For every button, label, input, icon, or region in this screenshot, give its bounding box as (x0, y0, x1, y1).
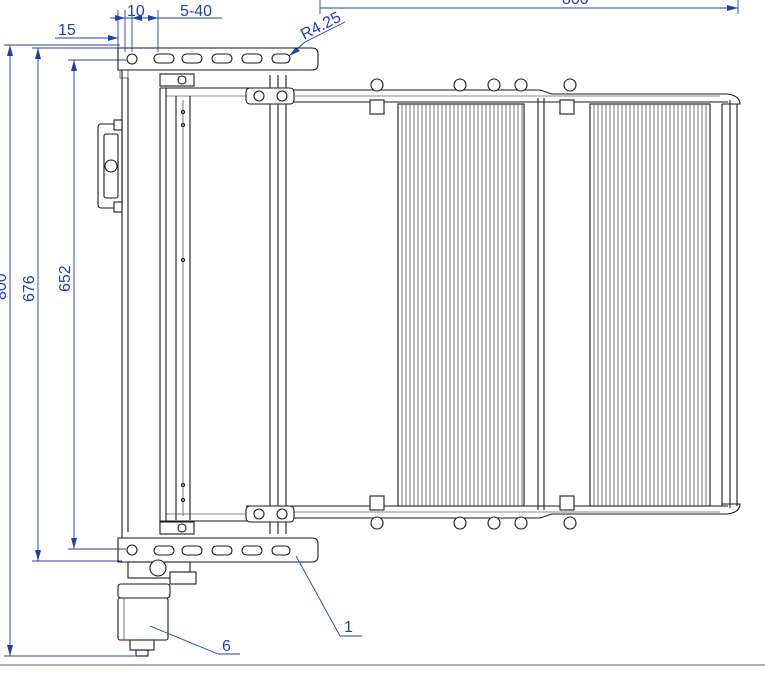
balloon-6-label: 6 (222, 638, 231, 655)
fixed-frame (121, 70, 287, 538)
hole-width-label: 10 (127, 3, 145, 20)
balloon-6: 6 (149, 625, 240, 655)
vertical-dimensions: 800 676 652 (0, 44, 135, 657)
step-tread-1 (397, 103, 525, 507)
balloon-1: 1 (295, 555, 362, 637)
hole-offset-label: 15 (58, 22, 76, 39)
slot-length-label: 5-40 (180, 3, 212, 20)
mount-span-label: 676 (21, 275, 38, 302)
width-top-label: 800 (562, 0, 589, 8)
side-motor-housing (97, 119, 123, 213)
step-frame (537, 98, 738, 510)
bottom-mounting-bracket (117, 537, 319, 563)
hole-span-label: 652 (57, 265, 74, 292)
drive-motor (117, 559, 197, 657)
overall-height-label: 800 (0, 273, 10, 300)
top-width-dimension: 800 (319, 0, 739, 14)
balloon-1-label: 1 (344, 619, 353, 636)
top-mounting-bracket (117, 47, 319, 79)
step-tread-2 (589, 103, 711, 507)
upper-arm-assembly (245, 78, 741, 115)
corner-radius-label: R4.25 (298, 9, 344, 44)
